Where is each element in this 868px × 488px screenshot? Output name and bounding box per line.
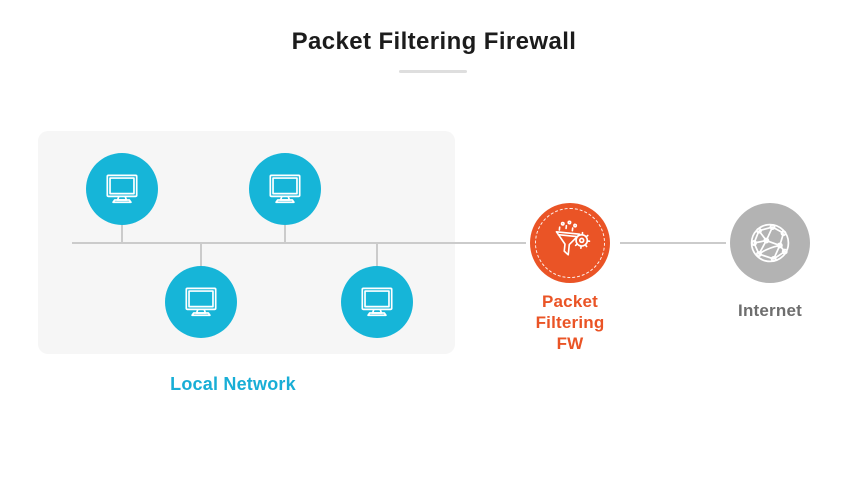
internet-node — [730, 203, 810, 283]
connector-line — [121, 225, 123, 243]
firewall-label: Packet Filtering FW — [500, 291, 640, 354]
connector-line — [376, 244, 378, 267]
page-title: Packet Filtering Firewall — [291, 28, 577, 55]
computer-node — [165, 266, 237, 338]
monitor-icon — [264, 168, 306, 210]
connector-line — [284, 225, 286, 243]
monitor-icon — [180, 281, 222, 323]
firewall-node — [530, 203, 610, 283]
firewall-label-line: FW — [556, 334, 584, 353]
local-network-label: Local Network — [170, 374, 296, 394]
computer-node — [249, 153, 321, 225]
monitor-icon — [101, 168, 143, 210]
title-underline — [399, 70, 467, 73]
firewall-label-line: Filtering — [535, 313, 605, 332]
connector-line — [200, 244, 202, 267]
computer-node — [86, 153, 158, 225]
firewall-internet-line — [620, 242, 726, 244]
monitor-icon — [356, 281, 398, 323]
internet-label: Internet — [738, 301, 802, 320]
globe-network-icon — [743, 216, 797, 270]
firewall-label-line: Packet — [541, 292, 599, 311]
computer-node — [341, 266, 413, 338]
network-bus-line — [72, 242, 526, 244]
dashed-ring — [535, 208, 605, 278]
